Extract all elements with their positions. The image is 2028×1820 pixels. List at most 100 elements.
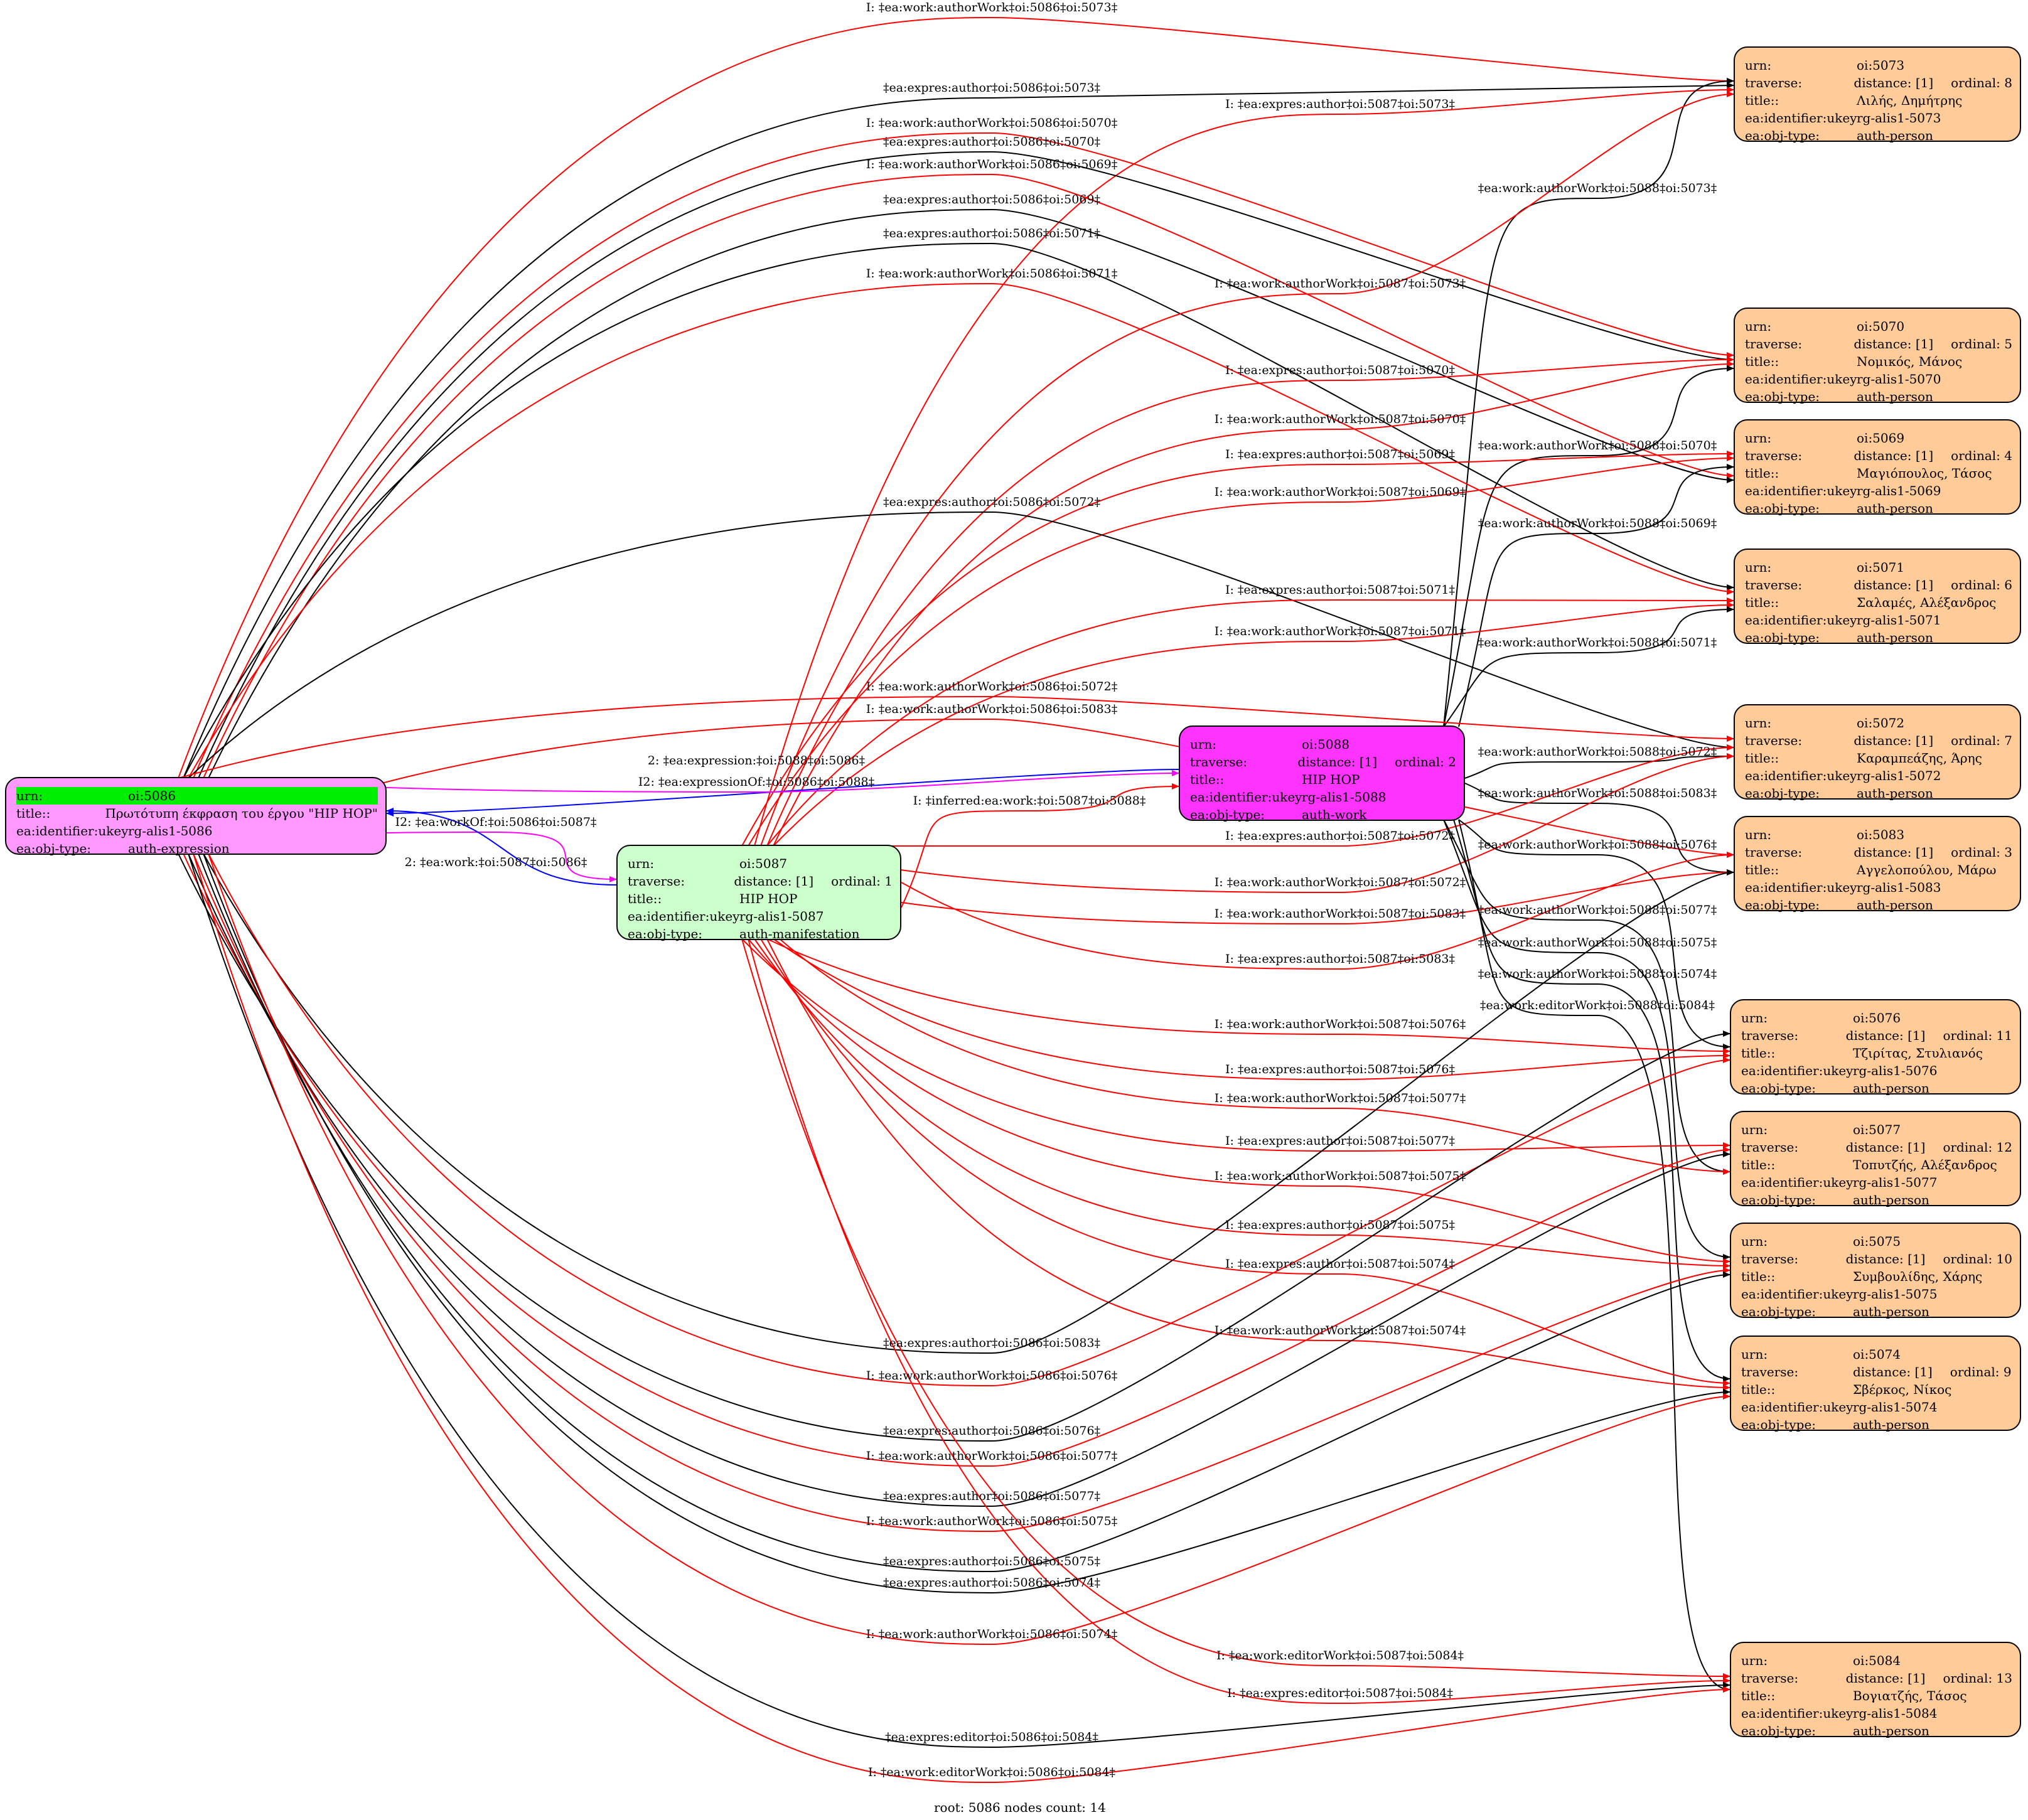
node-field-value: auth-person (1853, 1417, 1929, 1432)
edge-label: I: ‡ea:work:authorWork‡oi:5087‡oi:5070‡ (1215, 412, 1466, 426)
edge-label: I: ‡ea:work:editorWork‡oi:5087‡oi:5084‡ (1216, 1649, 1464, 1662)
node-field-value: Σβέρκος, Νίκος (1853, 1382, 1952, 1397)
edge-label: ‡ea:work:authorWork‡oi:5088‡oi:5083‡ (1478, 786, 1717, 800)
node-field-value: auth-person (1853, 1081, 1929, 1096)
edge-5087-5076 (773, 938, 1730, 1081)
edge-label: ‡ea:work:authorWork‡oi:5088‡oi:5077‡ (1478, 903, 1717, 917)
node-row: urn:oi:5083 (1745, 826, 2012, 843)
edge-label: ‡ea:expres:author‡oi:5086‡oi:5073‡ (883, 81, 1100, 95)
edge-label: I: ‡ea:expres:author‡oi:5087‡oi:5069‡ (1225, 447, 1455, 461)
node-ordinal: ordinal: 6 (1951, 577, 2012, 592)
edge-5087-5076 (766, 938, 1730, 1054)
node-field-key: ea:obj-type: (1745, 630, 1820, 645)
node-row: urn:oi:5077 (1741, 1121, 2012, 1138)
edge-label: ‡ea:expres:author‡oi:5086‡oi:5069‡ (883, 193, 1100, 206)
node-row: traverse:distance: [1]ordinal: 6 (1745, 576, 2012, 594)
edge-label: I2: ‡ea:expressionOf:‡oi:5086‡oi:5088‡ (638, 775, 874, 789)
node-field-key: title:: (1745, 595, 1779, 610)
edge-5086-5071 (188, 282, 1734, 779)
node-field-value: distance: [1] (1845, 1028, 1926, 1043)
edge-label: ‡ea:work:authorWork‡oi:5088‡oi:5073‡ (1478, 181, 1717, 195)
node-row: ea:obj-type:auth-person (1745, 629, 2012, 646)
node-field-key: traverse: (1745, 448, 1803, 463)
node-field-key: urn: (16, 788, 43, 803)
node-field-key: ea:obj-type: (1745, 389, 1820, 404)
node-row: title::Πρωτότυπη έκφραση του έργου "HIP … (16, 805, 378, 822)
node-field-key: urn: (1190, 737, 1217, 752)
edge-5086-5075 (193, 853, 1730, 1533)
edge-5086-5084 (193, 853, 1730, 1784)
node-field-key: title:: (1741, 1269, 1776, 1284)
node-row: traverse:distance: [1]ordinal: 12 (1741, 1138, 2012, 1156)
node-field-value: Πρωτότυπη έκφραση του έργου "HIP HOP" (105, 806, 378, 821)
edge-5086-5074 (203, 853, 1730, 1594)
edge-label: I: ‡ea:work:authorWork‡oi:5086‡oi:5075‡ (866, 1514, 1117, 1528)
node-row: urn:oi:5070 (1745, 318, 2012, 335)
node-field-key: ea:identifier:ukey (1745, 613, 1857, 628)
node-field-value: auth-work (1302, 807, 1367, 822)
node-row: urn:oi:5075 (1741, 1233, 2012, 1250)
node-ordinal: ordinal: 4 (1951, 448, 2012, 463)
edge-label: 2: ‡ea:work:‡oi:5087‡oi:5086‡ (405, 855, 587, 869)
node-field-value: distance: [1] (1854, 577, 1934, 592)
edge-5086-5083 (183, 718, 1734, 858)
node-field-value: auth-person (1857, 128, 1933, 143)
node-row: ea:obj-type:auth-expression (16, 840, 378, 857)
node-ordinal: ordinal: 3 (1951, 845, 2012, 860)
node-row: ea:obj-type:auth-person (1741, 1079, 2012, 1097)
node-field-key: title:: (1741, 1688, 1776, 1703)
node-field-value: auth-manifestation (739, 926, 860, 941)
node-row: urn:oi:5074 (1741, 1346, 2012, 1363)
node-row: ea:obj-type:auth-work (1190, 806, 1456, 823)
node-ordinal: ordinal: 7 (1951, 733, 2012, 748)
node-field-value: oi:5086 (128, 788, 176, 803)
edge-5087-5074 (760, 938, 1730, 1386)
node-field-key: traverse: (1745, 845, 1803, 860)
node-field-value: oi:5076 (1853, 1010, 1901, 1025)
edge-5086-5069 (203, 173, 1734, 779)
node-row: urn: oi:5086 (16, 787, 378, 805)
node-field-key: ea:identifier:ukey (1745, 483, 1857, 498)
node-field-key: ea:identifier:ukey (1741, 1063, 1854, 1078)
node-field-value: auth-person (1857, 501, 1933, 516)
node-row: urn:oi:5071 (1745, 559, 2012, 576)
edge-label: I: ‡inferred:ea:work:‡oi:5087‡oi:5088‡ (913, 794, 1146, 808)
edge-label: ‡ea:work:authorWork‡oi:5088‡oi:5076‡ (1478, 838, 1717, 852)
node-field-value: oi:5069 (1857, 431, 1905, 446)
node-ordinal: ordinal: 12 (1943, 1140, 2012, 1155)
node-field-value: HIP HOP (1302, 772, 1360, 787)
node-field-key: urn: (1741, 1010, 1768, 1025)
edge-label: I: ‡ea:work:authorWork‡oi:5086‡oi:5077‡ (866, 1449, 1117, 1463)
node-ordinal: ordinal: 10 (1943, 1251, 2012, 1266)
edge-5086-5076 (178, 853, 1730, 1442)
edge-5086-5073 (183, 82, 1734, 779)
edge-5086-5074 (208, 853, 1730, 1646)
node-field-key: traverse: (1741, 1028, 1799, 1043)
node-field-value: oi:5071 (1857, 560, 1905, 575)
node-row: title::Τοπυτζής, Αλέξανδρος (1741, 1156, 2012, 1174)
edge-label: ‡ea:expres:author‡oi:5086‡oi:5083‡ (883, 1336, 1100, 1350)
edge-label: I: ‡ea:work:authorWork‡oi:5087‡oi:5072‡ (1215, 875, 1466, 889)
node-row: urn:oi:5073 (1745, 56, 2012, 74)
node-row: traverse:distance: [1]ordinal: 4 (1745, 447, 2012, 464)
edge-label: ‡ea:expres:author‡oi:5086‡oi:5074‡ (883, 1576, 1100, 1590)
